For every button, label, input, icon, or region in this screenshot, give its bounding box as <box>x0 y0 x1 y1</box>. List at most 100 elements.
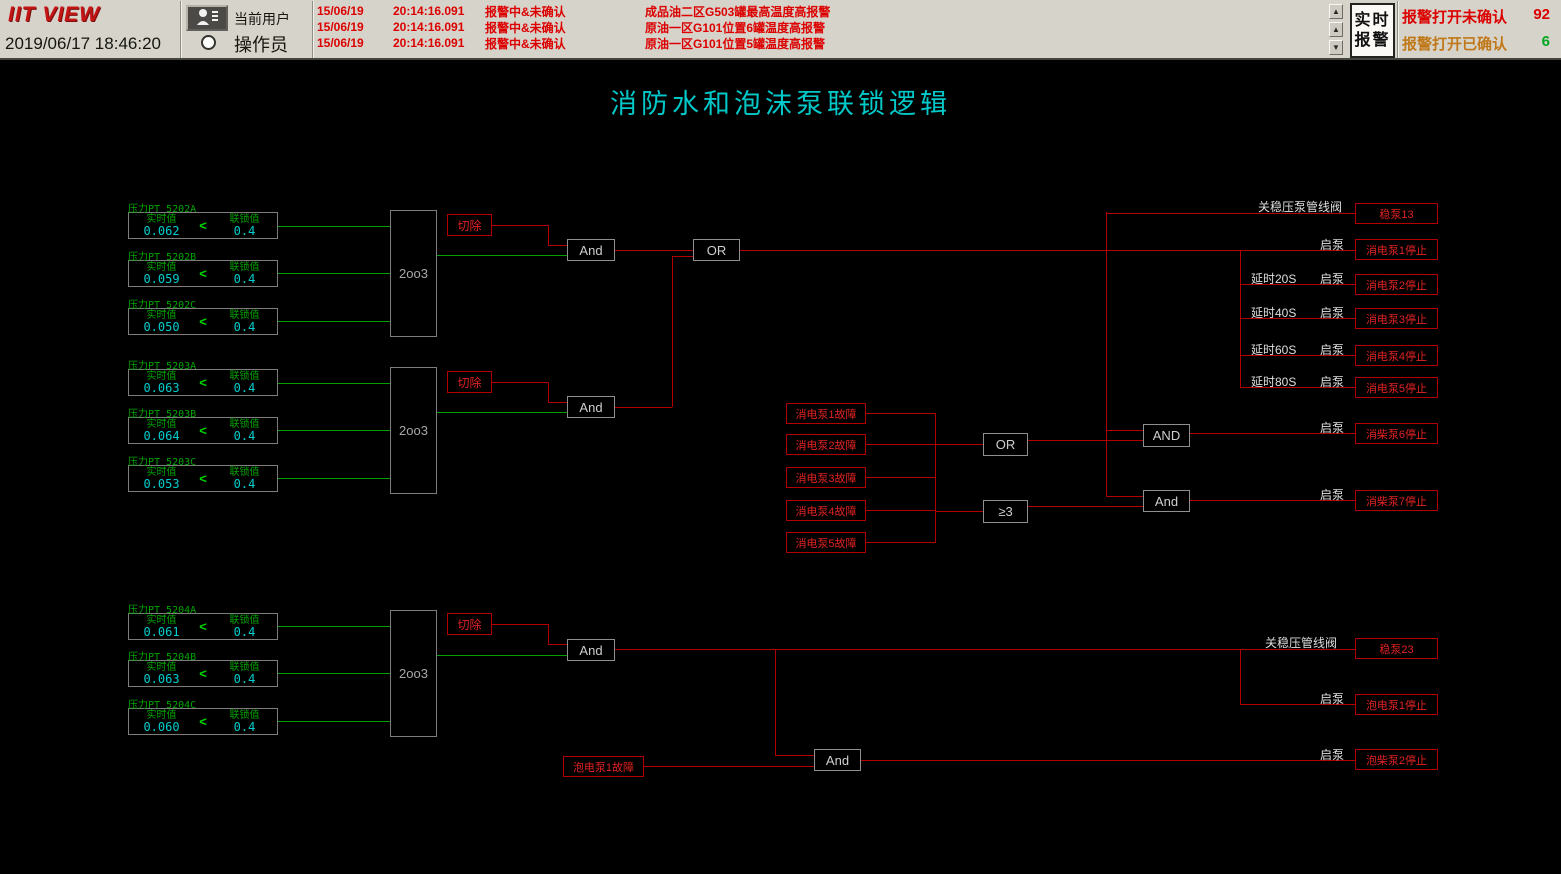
alarm-scroll-up-button[interactable]: ▲ <box>1329 22 1343 37</box>
pump-fault-box: 消电泵5故障 <box>786 532 866 553</box>
cutout-button[interactable]: 切除 <box>447 214 492 236</box>
realtime-label: 实时值 <box>146 309 177 321</box>
alarm-scroll-down-button[interactable]: ▼ <box>1329 40 1343 55</box>
wire <box>615 407 672 408</box>
realtime-label: 实时值 <box>146 466 177 478</box>
realtime-value: 0.050 <box>143 319 180 334</box>
fault-or-gate: OR <box>983 433 1028 456</box>
realtime-value: 0.059 <box>143 271 180 286</box>
user-status-radio[interactable] <box>201 35 216 50</box>
comparator-symbol: < <box>199 423 207 438</box>
wire <box>548 624 549 644</box>
foam-and-gate: And <box>814 749 861 771</box>
realtime-label: 实时值 <box>146 614 177 626</box>
pump-fault-box: 消电泵4故障 <box>786 500 866 521</box>
wire <box>278 430 390 431</box>
delay-label: 延时40S <box>1251 306 1297 320</box>
user-button[interactable] <box>186 5 228 31</box>
alarm-status: 报警中&未确认 <box>485 20 566 35</box>
sensor-tag: 压力PT_5204A <box>128 605 197 616</box>
wire <box>1240 704 1355 705</box>
and-gate-upper: AND <box>1143 424 1190 447</box>
pump-fault-box: 消电泵1故障 <box>786 403 866 424</box>
wire <box>861 760 1355 761</box>
wire <box>935 413 936 543</box>
header-bar: IIT VIEW 2019/06/17 18:46:20 当前用户 操作员 15… <box>0 0 1561 60</box>
realtime-alarm-button-line1: 实时 <box>1354 11 1391 29</box>
alarm-row[interactable]: 15/06/19 20:14:16.091 报警中&未确认 原油一区G101位置… <box>317 35 1325 51</box>
wire <box>278 273 390 274</box>
realtime-label: 实时值 <box>146 370 177 382</box>
wire <box>548 402 567 403</box>
ack-alarm-label: 报警打开已确认 <box>1402 36 1508 53</box>
app-logo: IIT VIEW <box>8 3 100 26</box>
valve-line-label: 关稳压泵管线阀 <box>1258 200 1343 214</box>
wire <box>644 766 814 767</box>
and-gate: And <box>567 239 615 261</box>
pump-stop-box: 消电泵1停止 <box>1355 239 1438 260</box>
and-gate: And <box>567 639 615 661</box>
realtime-label: 实时值 <box>146 709 177 721</box>
voter-2oo3-box: 2oo3 <box>390 367 437 494</box>
wire <box>548 225 549 245</box>
comparator-symbol: < <box>199 619 207 634</box>
realtime-label: 实时值 <box>146 261 177 273</box>
alarm-row[interactable]: 15/06/19 20:14:16.091 报警中&未确认 成品油二区G503罐… <box>317 3 1325 19</box>
start-pump-label: 启泵 <box>1320 306 1345 320</box>
sensor-tag: 压力PT_5203C <box>128 457 197 468</box>
wire <box>437 412 567 413</box>
wire <box>492 624 548 625</box>
comparator-symbol: < <box>199 375 207 390</box>
comparator-symbol: < <box>199 471 207 486</box>
sensor-tag: 压力PT_5202C <box>128 300 197 311</box>
realtime-alarm-button[interactable]: 实时 报警 <box>1350 3 1395 58</box>
wire <box>775 649 776 755</box>
wire <box>672 256 673 407</box>
interlock-value: 0.4 <box>233 271 256 286</box>
alarm-message: 成品油二区G503罐最高温度高报警 <box>645 4 831 19</box>
stable-pump23-box: 稳泵23 <box>1355 638 1438 659</box>
interlock-label: 联锁值 <box>229 370 260 382</box>
alarm-list: 15/06/19 20:14:16.091 报警中&未确认 成品油二区G503罐… <box>317 3 1325 51</box>
ack-alarm-count: 6 <box>1541 33 1550 50</box>
alarm-date: 15/06/19 <box>317 20 364 34</box>
realtime-label: 实时值 <box>146 213 177 225</box>
interlock-value: 0.4 <box>233 476 256 491</box>
interlock-label: 联锁值 <box>229 309 260 321</box>
start-pump-label: 启泵 <box>1320 238 1345 252</box>
alarm-row[interactable]: 15/06/19 20:14:16.091 报警中&未确认 原油一区G101位置… <box>317 19 1325 35</box>
pump-stop-box: 泡电泵1停止 <box>1355 694 1438 715</box>
wire <box>866 477 935 478</box>
cutout-button[interactable]: 切除 <box>447 371 492 393</box>
comparator-symbol: < <box>199 666 207 681</box>
realtime-value: 0.062 <box>143 223 180 238</box>
wire <box>278 383 390 384</box>
sensor-tag: 压力PT_5203B <box>128 409 197 420</box>
wire <box>1106 213 1355 214</box>
pump-fault-box: 消电泵3故障 <box>786 467 866 488</box>
foam-pump-fault-box: 泡电泵1故障 <box>563 756 644 777</box>
wire <box>492 225 548 226</box>
start-pump-label: 启泵 <box>1320 748 1345 762</box>
alarm-scroll-top-button[interactable]: ▲ <box>1329 4 1343 19</box>
comparator-symbol: < <box>199 714 207 729</box>
header-divider <box>1397 1 1399 58</box>
wire <box>1240 250 1241 388</box>
interlock-label: 联锁值 <box>229 213 260 225</box>
wire <box>1240 318 1355 319</box>
cutout-button[interactable]: 切除 <box>447 613 492 635</box>
alarm-status: 报警中&未确认 <box>485 4 566 19</box>
wire <box>437 655 567 656</box>
alarm-date: 15/06/19 <box>317 4 364 18</box>
